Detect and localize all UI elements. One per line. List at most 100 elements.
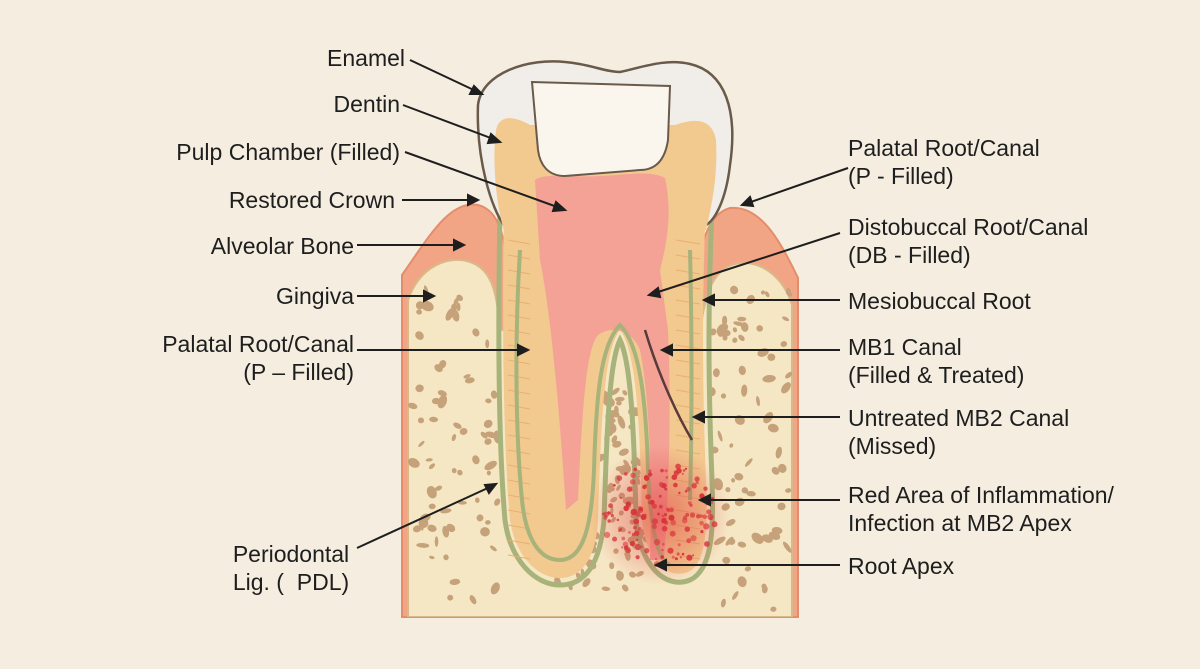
bone-pore (608, 428, 615, 437)
bone-pore (770, 606, 777, 612)
inflammation-dot (689, 512, 696, 518)
inflammation-dot (616, 475, 623, 481)
inflammation-dot (634, 543, 642, 551)
bone-pore (737, 576, 747, 588)
bone-pore (720, 598, 726, 608)
inflammation-dot (681, 472, 684, 475)
label-mb1-canal: MB1 Canal (Filled & Treated) (848, 334, 1025, 388)
inflammation-dot (677, 543, 681, 547)
bone-pore (429, 555, 435, 560)
bone-pore (612, 440, 622, 448)
inflammation-dot (661, 517, 667, 524)
inflammation-dot (692, 554, 695, 557)
inflammation-dot (703, 486, 708, 491)
inflammation-dot (673, 482, 678, 488)
bone-pore (771, 466, 780, 475)
bone-pore (480, 431, 488, 439)
bone-pore (737, 541, 747, 548)
bone-pore (437, 395, 448, 409)
inflammation-dot (696, 514, 701, 519)
inflammation-dot (663, 513, 668, 517)
inflammation-dot (673, 470, 678, 475)
inflammation-dot (699, 514, 703, 518)
inflammation-dot (630, 512, 633, 515)
inflammation-dot (619, 496, 622, 499)
inflammation-dot (648, 469, 652, 473)
inflammation-dot (651, 524, 657, 530)
bone-pore (614, 405, 619, 414)
bone-pore (463, 374, 471, 379)
inflammation-dot (651, 518, 659, 525)
inflammation-dot (658, 504, 663, 509)
bone-pore (616, 400, 622, 406)
bone-pore (756, 325, 763, 332)
bone-pore (447, 594, 454, 601)
inflammation-dot (604, 531, 611, 539)
inflammation-dot (700, 530, 704, 534)
inflammation-dot (702, 514, 708, 520)
bone-pore (451, 434, 457, 442)
inflammation-dot (657, 512, 660, 516)
dentin-tubule (507, 359, 531, 365)
bone-pore (485, 398, 492, 404)
bone-pore (775, 446, 782, 459)
inflammation-dot (686, 538, 692, 544)
inflammation-dot (661, 548, 664, 552)
inflammation-dot (636, 538, 639, 541)
inflammation-dot (633, 525, 637, 530)
dentin-tubule (507, 554, 531, 560)
inflammation-dot (660, 468, 664, 473)
inflammation-dot (608, 503, 613, 509)
bone-pore (490, 390, 498, 399)
bone-pore (485, 431, 498, 439)
inflammation-dot (699, 520, 704, 526)
dentin-tubule (675, 404, 701, 410)
dentin-tubule (675, 299, 701, 305)
bone-pore (732, 327, 738, 333)
bone-pore (472, 455, 480, 465)
bone-pore (611, 435, 618, 444)
inflammation-dot (644, 475, 650, 481)
bone-pore (453, 422, 462, 429)
inflammation-dot (686, 554, 693, 561)
bone-pore (417, 417, 425, 424)
dentin-tubule (675, 314, 701, 320)
inflammation-dot (629, 540, 635, 547)
inflammation-dot (622, 541, 629, 548)
label-distobuccal-root: Distobuccal Root/Canal (DB - Filled) (848, 214, 1089, 268)
bone-pore (782, 541, 792, 553)
bone-pore (762, 374, 776, 383)
inflammation-dot (633, 467, 637, 472)
bone-pore (464, 377, 475, 384)
inflammation-dot (629, 479, 636, 485)
dentin-tubule (507, 494, 531, 500)
inflammation-dot (640, 545, 644, 549)
inflammation-dot (661, 525, 668, 532)
bone-pore (485, 520, 491, 525)
inflammation-dot (671, 474, 678, 481)
inflammation-dot (706, 509, 712, 515)
bone-pore (489, 545, 497, 552)
bone-pore (761, 534, 773, 543)
bone-pore (416, 542, 430, 548)
inflammation-dot (625, 501, 631, 507)
bone-pore (760, 290, 766, 295)
dentin-tubule (675, 269, 701, 275)
bone-pore (617, 415, 626, 429)
inflammation-dot (676, 552, 680, 556)
canal-filling-left (514, 249, 561, 562)
bone-pore (425, 458, 433, 462)
inflammation-dot (687, 501, 692, 505)
inflammation-dot (644, 548, 650, 554)
label-enamel: Enamel (327, 45, 405, 71)
bone-pore (785, 488, 792, 493)
inflammation-dot (649, 499, 655, 505)
bone-pore (717, 430, 723, 442)
bone-pore (484, 438, 492, 445)
bone-pore (426, 485, 437, 499)
inflammation-dot (675, 463, 681, 470)
bone-pore (744, 566, 752, 572)
label-root-apex: Root Apex (848, 553, 955, 579)
bone-pore (428, 503, 436, 510)
